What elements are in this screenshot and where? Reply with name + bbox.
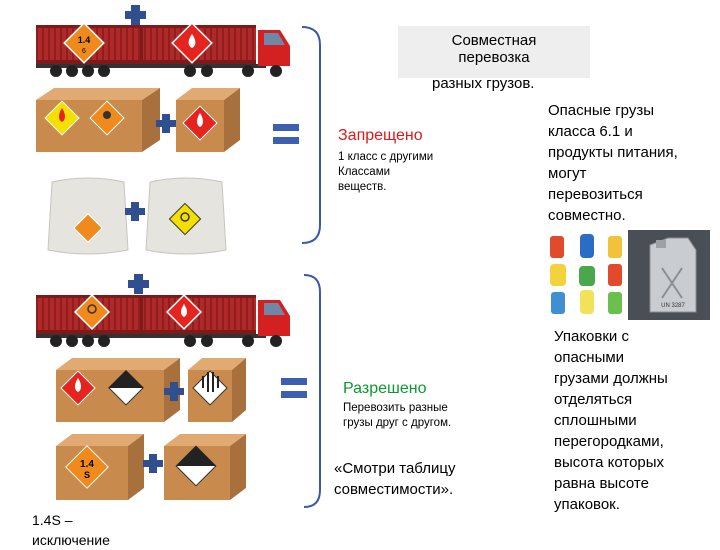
allowed-heading: Разрешено bbox=[343, 380, 427, 397]
box-pair-forbidden bbox=[36, 88, 240, 152]
equals-icon-allowed bbox=[281, 378, 307, 398]
forbidden-line: веществ. bbox=[338, 181, 387, 193]
truck-allowed bbox=[36, 293, 290, 347]
forbidden-text: 1 класс с другими Классами веществ. bbox=[338, 150, 433, 195]
title-box bbox=[398, 26, 590, 78]
forbidden-line: Классами bbox=[338, 166, 391, 178]
packaging-line: сплошными bbox=[554, 412, 637, 429]
plus-icon-sacks bbox=[125, 202, 145, 221]
placard-class-6: 6 bbox=[82, 48, 86, 55]
packaging-line: равна высоте bbox=[554, 475, 649, 492]
allowed-line: грузы друг с другом. bbox=[343, 417, 452, 429]
plus-icon-boxes-2 bbox=[164, 382, 184, 401]
sacks-forbidden bbox=[47, 177, 227, 255]
truck-forbidden: 1.4 6 bbox=[36, 22, 290, 77]
packaging-line: упаковок. bbox=[554, 496, 620, 513]
placard-group-s: S bbox=[84, 470, 90, 480]
title-line: Совместная bbox=[451, 32, 537, 49]
page-title: Совместная перевозка bbox=[398, 32, 590, 66]
plus-icon-boxes-3 bbox=[143, 454, 163, 473]
plus-icon-middle bbox=[128, 274, 149, 294]
placard-explosive-icon: 1.4 6 bbox=[63, 22, 105, 64]
packaging-line: перегородками, bbox=[554, 433, 664, 450]
exception-note: 1.4S – исключение bbox=[32, 510, 110, 550]
packaging-note: Упаковки с опасными грузами должны отдел… bbox=[554, 326, 668, 515]
food-note: Опасные грузы класса 6.1 и продукты пита… bbox=[548, 100, 678, 226]
packaging-line: Упаковки с bbox=[554, 328, 629, 345]
packaging-line: грузами должны bbox=[554, 370, 668, 387]
placard-flammable-icon bbox=[171, 22, 213, 64]
packaging-line: опасными bbox=[554, 349, 625, 366]
canister-image: UN 3287 bbox=[628, 230, 710, 320]
exception-line: исключение bbox=[32, 532, 110, 548]
allowed-line: Перевозить разные bbox=[343, 402, 448, 414]
packaging-line: высота которых bbox=[554, 454, 665, 471]
allowed-text: Перевозить разные грузы друг с другом. bbox=[343, 401, 451, 431]
box-pair-allowed-2: 1.4 S bbox=[56, 434, 246, 500]
bracket-allowed bbox=[303, 274, 321, 508]
forbidden-line: 1 класс с другими bbox=[338, 151, 434, 163]
forbidden-heading: Запрещено bbox=[338, 127, 423, 144]
see-table-note: «Смотри таблицу совместимости». bbox=[334, 458, 455, 500]
food-note-line: могут bbox=[548, 165, 587, 182]
see-table-line: «Смотри таблицу bbox=[334, 460, 456, 477]
food-note-line: класса 6.1 и bbox=[548, 123, 633, 140]
plus-icon-boxes-1 bbox=[156, 114, 176, 133]
placard-label-1-4s: 1.4 bbox=[80, 459, 94, 470]
food-note-line: совместно. bbox=[548, 207, 626, 224]
canister-code: UN 3287 bbox=[661, 303, 685, 309]
bracket-forbidden bbox=[301, 26, 321, 244]
food-note-line: продукты питания, bbox=[548, 144, 678, 161]
title-line-3: разных грузов. bbox=[432, 75, 535, 92]
food-note-line: перевозиться bbox=[548, 186, 643, 203]
equals-icon-forbidden bbox=[273, 124, 299, 144]
food-note-line: Опасные грузы bbox=[548, 102, 655, 119]
placard-label-1-4: 1.4 bbox=[78, 35, 91, 45]
box-pair-allowed-1 bbox=[56, 358, 246, 422]
food-products-image bbox=[550, 234, 622, 314]
exception-line: 1.4S – bbox=[32, 512, 73, 528]
see-table-line: совместимости». bbox=[334, 481, 454, 498]
plus-icon-top bbox=[125, 5, 146, 25]
packaging-line: отделяться bbox=[554, 391, 633, 408]
title-line: перевозка bbox=[458, 49, 530, 66]
